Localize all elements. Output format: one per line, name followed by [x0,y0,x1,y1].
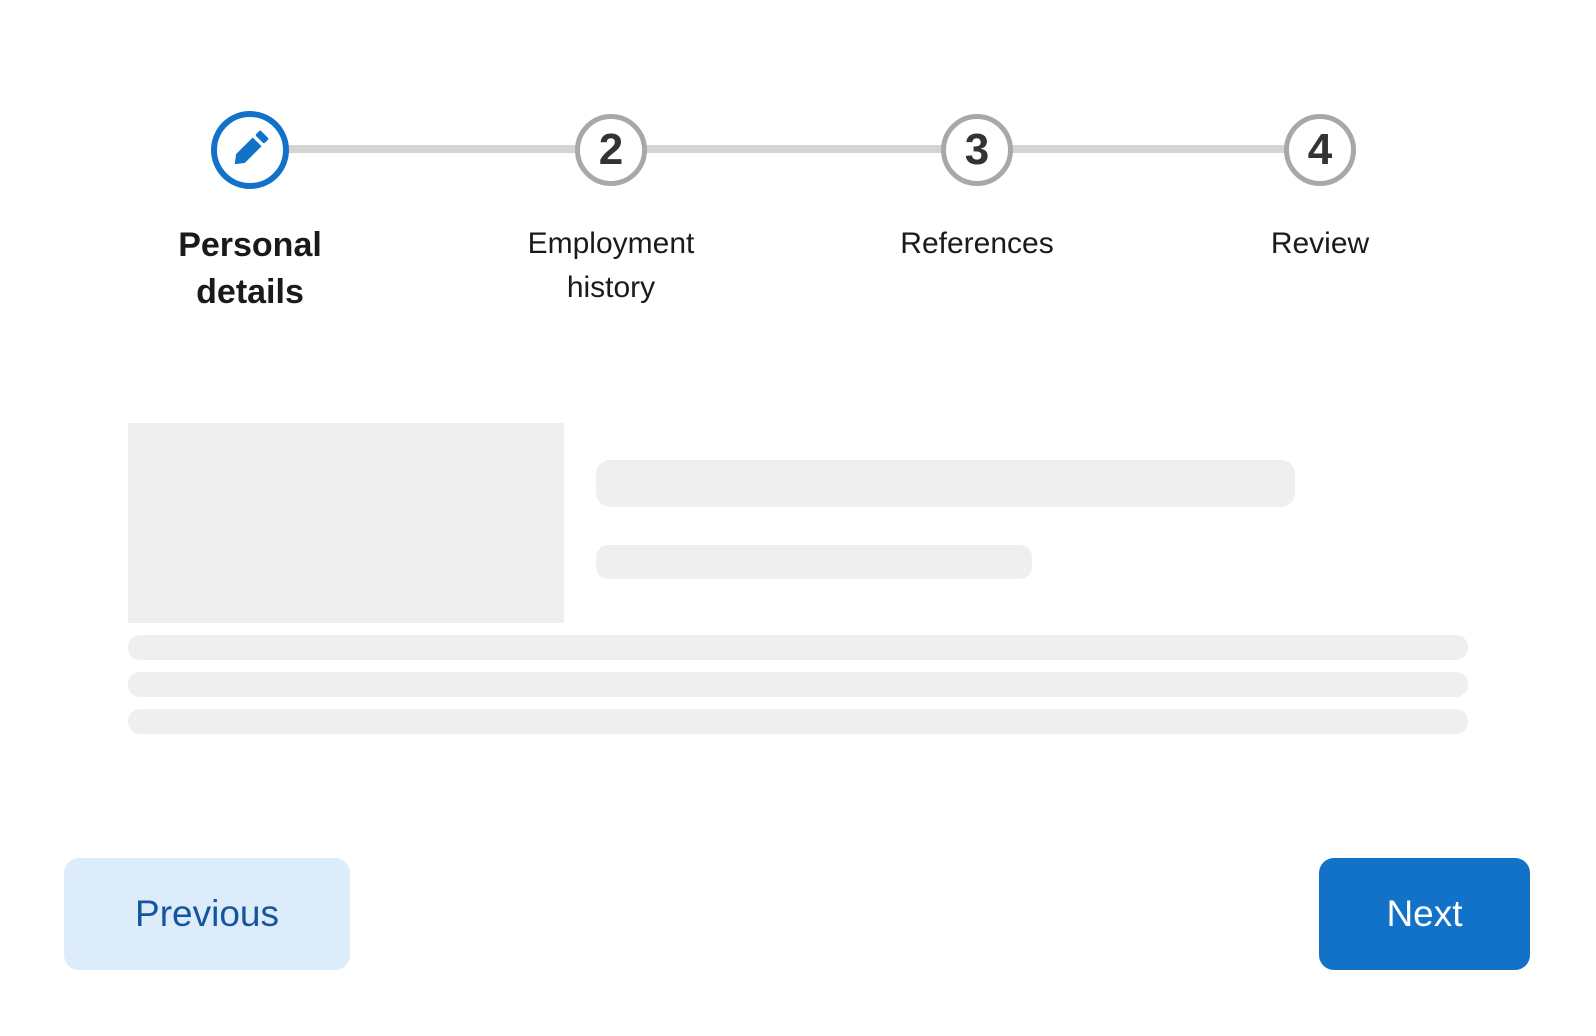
step-personal-details[interactable]: Personal details [100,110,400,316]
step-number: 3 [964,125,990,174]
skeleton-text-line [128,709,1468,734]
pencil-icon [227,125,273,176]
step-employment-history[interactable]: 2 Employment history [461,110,761,310]
wizard-stepper: Personal details 2 Employment history 3 … [0,0,1596,330]
stepper-connector-line [250,145,1320,153]
step-label: Review [1270,227,1370,260]
skeleton-image-block [128,423,564,623]
step-review[interactable]: 4 Review [1170,110,1470,266]
step-label: References [900,227,1054,260]
step-circle-slot: 3 [941,110,1013,190]
skeleton-text-line [128,635,1468,660]
step-circle-slot: 4 [1284,110,1356,190]
step-number: 2 [598,125,624,174]
step-number: 4 [1307,125,1333,174]
step-circle: 2 [575,114,647,186]
step-references[interactable]: 3 References [827,110,1127,266]
step-circle: 4 [1284,114,1356,186]
step-circle-current [211,111,289,189]
step-circle-slot: 2 [575,110,647,190]
step-circle-slot [211,110,289,190]
skeleton-title-bar [596,460,1295,507]
previous-button[interactable]: Previous [64,858,350,970]
step-label: Personal details [178,226,322,311]
step-circle: 3 [941,114,1013,186]
skeleton-text-line [128,672,1468,697]
skeleton-subtitle-bar [596,545,1032,579]
step-label: Employment history [527,227,695,304]
next-button[interactable]: Next [1319,858,1530,970]
